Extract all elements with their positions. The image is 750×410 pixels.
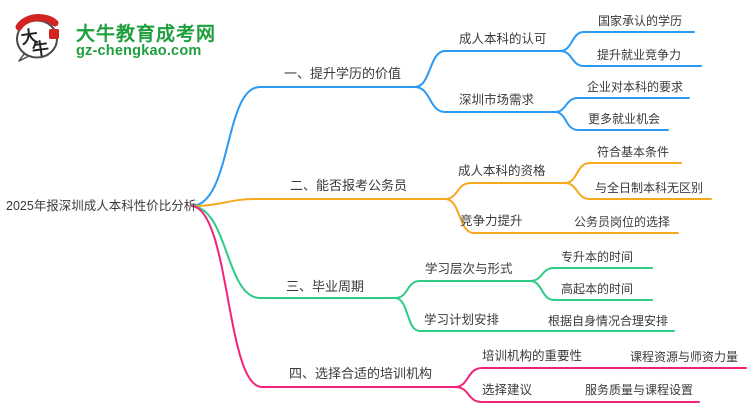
branch-2-child-1-subtopic-2: 与全日制本科无区别 — [595, 181, 704, 195]
branch-1-child-2-topic: 深圳市场需求 — [459, 93, 535, 107]
branch-2-child-2-topic: 竞争力提升 — [460, 214, 523, 228]
branch-1-child-1-topic: 成人本科的认可 — [459, 32, 547, 46]
branch-1-child-1-subtopic-1: 国家承认的学历 — [598, 14, 683, 28]
site-name: 大牛教育成考网 — [76, 24, 217, 45]
branch-4-child-1-topic: 培训机构的重要性 — [482, 349, 583, 363]
branch-2-child-2-subtopic-1: 公务员岗位的选择 — [574, 215, 671, 229]
branch-1-connectors — [191, 31, 702, 207]
logo-glyph-1: 大 — [20, 26, 40, 49]
site-logo: 大 牛 大牛教育成考网 gz-chengkao.com — [12, 8, 222, 64]
branch-4-topic: 四、选择合适的培训机构 — [289, 366, 433, 381]
branch-3-child-2-topic: 学习计划安排 — [424, 313, 500, 327]
branch-2-topic: 二、能否报考公务员 — [290, 178, 408, 193]
branch-1-child-1-subtopic-2: 提升就业竞争力 — [597, 48, 682, 62]
branch-3-connectors — [191, 205, 675, 332]
branch-4-child-2-topic: 选择建议 — [482, 383, 533, 397]
branch-3-topic: 三、毕业周期 — [286, 279, 365, 294]
logo-glyph-2: 牛 — [31, 38, 51, 61]
branch-2-child-1-subtopic-1: 符合基本条件 — [597, 145, 670, 159]
logo-hat-arc — [15, 13, 59, 31]
branch-1-child-2-subtopic-1: 企业对本科的要求 — [587, 80, 684, 94]
branch-3-child-2-subtopic-1: 根据自身情况合理安排 — [548, 314, 669, 328]
branch-4-child-1-subtopic-1: 课程资源与师资力量 — [630, 350, 739, 364]
site-domain: gz-chengkao.com — [76, 43, 202, 59]
branch-3-child-1-topic: 学习层次与形式 — [425, 262, 513, 276]
branch-1-child-2-subtopic-2: 更多就业机会 — [588, 112, 661, 126]
mindmap-root-topic: 2025年报深圳成人本科性价比分析 — [6, 199, 197, 213]
site-logo-icon: 大 牛 — [15, 13, 59, 62]
branch-3-child-1-subtopic-1: 专升本的时间 — [561, 250, 634, 264]
branch-2-connectors — [191, 162, 712, 234]
branch-2-child-1-topic: 成人本科的资格 — [458, 164, 546, 178]
branch-3-child-1-subtopic-2: 高起本的时间 — [561, 282, 634, 296]
branch-1-topic: 一、提升学历的价值 — [284, 66, 402, 81]
logo-seal — [49, 29, 59, 39]
branch-4-connectors — [191, 205, 747, 403]
branch-4-child-2-subtopic-1: 服务质量与课程设置 — [585, 383, 694, 397]
